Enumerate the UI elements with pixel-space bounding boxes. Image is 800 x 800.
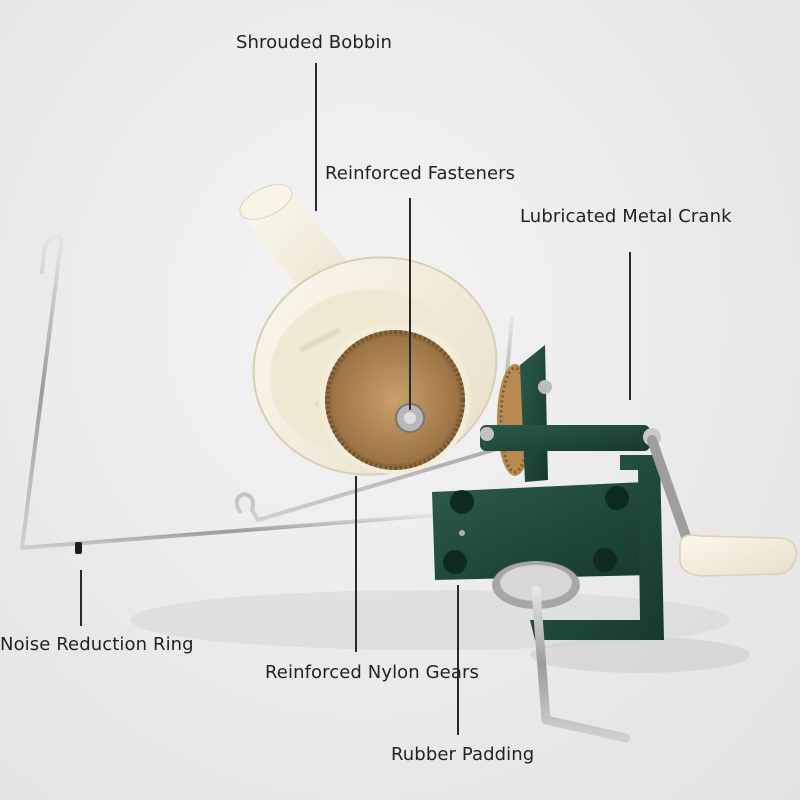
main-nylon-gear bbox=[319, 322, 471, 474]
label-reinforced-nylon-gears: Reinforced Nylon Gears bbox=[265, 662, 479, 683]
leader-line-noise-reduction-ring bbox=[80, 570, 82, 626]
label-shrouded-bobbin: Shrouded Bobbin bbox=[236, 32, 393, 53]
leader-line-reinforced-fasteners bbox=[409, 198, 411, 410]
label-noise-reduction-ring: Noise Reduction Ring bbox=[0, 634, 194, 655]
leader-line-shrouded-bobbin bbox=[315, 63, 317, 211]
floor-shadow-right bbox=[530, 637, 750, 673]
yarn-guide-wire bbox=[20, 233, 514, 550]
leader-line-rubber-padding bbox=[457, 585, 459, 735]
clamp-screw bbox=[492, 561, 631, 743]
leader-line-lubricated-metal-crank bbox=[629, 252, 631, 400]
label-rubber-padding: Rubber Padding bbox=[391, 744, 535, 765]
noise-reduction-ring-part bbox=[75, 542, 82, 554]
label-lubricated-metal-crank: Lubricated Metal Crank bbox=[520, 206, 732, 227]
label-reinforced-fasteners: Reinforced Fasteners bbox=[325, 163, 516, 184]
leader-line-reinforced-nylon-gears bbox=[355, 476, 357, 652]
crank-handle-assembly bbox=[647, 435, 797, 577]
winder-frame bbox=[432, 345, 664, 640]
